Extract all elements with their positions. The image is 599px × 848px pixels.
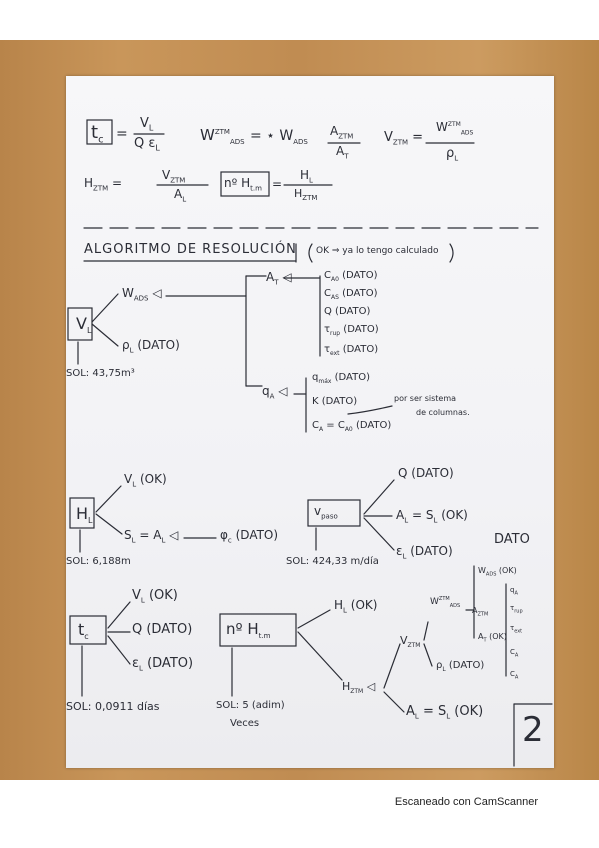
vpaso-el: εL (DATO) xyxy=(396,544,453,561)
tc-branch-el xyxy=(107,635,131,665)
vl-branch-wads xyxy=(91,293,119,323)
qa-item-1: qmáx (DATO) xyxy=(312,372,370,385)
nht-formula-box xyxy=(220,171,270,197)
formula-tc-eq: = xyxy=(116,126,128,142)
qa-item-2: K (DATO) xyxy=(312,396,358,407)
side-item-7: CA xyxy=(510,648,519,659)
tc-solution: SOL: 0,0911 días xyxy=(66,700,160,713)
side-item-2: AZTM xyxy=(472,606,489,618)
tc-root: tc xyxy=(78,620,89,642)
hl-solution: SOL: 6,188m xyxy=(66,556,131,567)
algorithm-note: OK ⇒ ya lo tengo calculado xyxy=(316,246,439,256)
side-dato: DATO xyxy=(494,532,530,547)
hl-branch-vl xyxy=(95,485,122,513)
hl-root-box xyxy=(69,497,95,529)
tc-formula-box xyxy=(86,119,113,145)
side-item-8: CA xyxy=(510,670,519,681)
tc-vl: VL (OK) xyxy=(132,588,178,605)
note-bracket-left xyxy=(308,243,313,263)
formula-nht-eq: = xyxy=(272,177,283,191)
side-item-4: qA xyxy=(510,586,518,597)
at-item-1: CA0 (DATO) xyxy=(324,270,378,283)
nht-solution-1: SOL: 5 (adim) xyxy=(216,700,285,711)
vpaso-branch-q xyxy=(363,479,395,515)
tc-q: Q (DATO) xyxy=(132,622,193,637)
side-item-5: τrup xyxy=(510,604,523,615)
page-number: 2 xyxy=(522,710,544,750)
side-item-1: WADS (OK) xyxy=(478,566,517,578)
handwritten-notes xyxy=(67,119,553,767)
side-item-6: τext xyxy=(510,624,523,635)
hl-branch-sl xyxy=(95,513,123,535)
vpaso-root: vpaso xyxy=(314,504,338,521)
vztm-branch-rho xyxy=(423,643,433,667)
formula-nht-den: HZTM xyxy=(294,187,318,203)
hl-root: HL xyxy=(76,504,93,526)
formula-hztm: HZTM = xyxy=(84,176,123,193)
formula-wads-eq: = ⋆ WADS xyxy=(250,128,308,146)
at-item-4: τrup (DATO) xyxy=(324,324,379,337)
scan-photo: tc = VL Q εL WZTMADS = ⋆ WADS AZTM AT VZ… xyxy=(0,40,599,780)
nht-al: AL = SL (OK) xyxy=(406,704,484,721)
hl-vl: VL (OK) xyxy=(124,472,167,489)
side-item-3: AT (OK) xyxy=(478,632,507,644)
formula-nht-num: HL xyxy=(300,168,313,185)
hl-phi: φc (DATO) xyxy=(220,528,279,545)
hl-sl: SL = AL ◁ xyxy=(124,528,179,545)
vpaso-al: AL = SL (OK) xyxy=(396,508,468,525)
formula-hztm-den: AL xyxy=(174,187,187,204)
formula-vztm-den: ρL xyxy=(446,146,459,163)
vztm-branch-wads xyxy=(423,621,429,641)
formula-nht: nº Ht.m xyxy=(224,176,262,193)
note-bracket-right xyxy=(449,243,454,263)
tc-root-box xyxy=(69,615,107,645)
formula-wads-lhs: WZTMADS xyxy=(200,126,245,146)
hztm-branch-al xyxy=(383,691,405,713)
vl-at: AT ◁ xyxy=(266,270,292,287)
vpaso-q: Q (DATO) xyxy=(398,466,454,480)
formula-vztm-num: WZTMADS xyxy=(436,120,474,137)
vl-qa: qA ◁ xyxy=(262,384,288,401)
nht-rho: ρL (DATO) xyxy=(436,660,485,673)
at-item-2: CAS (DATO) xyxy=(324,288,378,301)
formula-tc-num: VL xyxy=(140,116,154,133)
nht-vztm: VZTM xyxy=(400,634,421,650)
vpaso-solution: SOL: 424,33 m/día xyxy=(286,556,379,567)
formula-tc-den: Q εL xyxy=(134,136,160,153)
vl-root: VL xyxy=(76,314,92,336)
vpaso-root-box xyxy=(307,499,361,527)
formula-wads-den: AT xyxy=(336,144,349,161)
nht-hztm: HZTM ◁ xyxy=(342,680,376,696)
nht-branch-hl xyxy=(297,609,331,629)
qa-note-line-1: por ser sistema xyxy=(394,394,457,403)
formula-wads-num: AZTM xyxy=(330,124,354,141)
nht-solution-2: Veces xyxy=(230,718,260,729)
nht-root-box xyxy=(219,613,297,647)
scanner-watermark: Escaneado con CamScanner xyxy=(394,796,538,808)
nht-hl: HL (OK) xyxy=(334,598,378,615)
at-item-3: Q (DATO) xyxy=(324,306,371,317)
vpaso-branch-el xyxy=(363,517,395,551)
vl-branch-rho xyxy=(91,323,119,347)
handwritten-sheet: tc = VL Q εL WZTMADS = ⋆ WADS AZTM AT VZ… xyxy=(66,76,554,768)
tc-el: εL (DATO) xyxy=(132,656,194,673)
at-item-5: τext (DATO) xyxy=(324,344,379,357)
formula-hztm-num: VZTM xyxy=(162,168,186,185)
qa-note-arrow xyxy=(347,405,393,415)
nht-wads: WZTMADS xyxy=(430,596,461,609)
qa-note-line-2: de columnas. xyxy=(416,408,470,417)
nht-branch-hztm xyxy=(297,631,343,681)
vl-wads: WADS ◁ xyxy=(122,286,162,303)
formula-tc: tc xyxy=(91,122,104,146)
vl-rho: ρL (DATO) xyxy=(122,338,180,355)
algorithm-title: ALGORITMO DE RESOLUCIÓN xyxy=(84,242,297,257)
qa-item-3: CA = CA0 (DATO) xyxy=(312,420,392,433)
hztm-branch-vztm xyxy=(383,643,401,689)
nht-root: nº Ht.m xyxy=(226,620,271,640)
formula-vztm: VZTM = xyxy=(384,130,424,147)
tc-branch-vl xyxy=(107,601,131,629)
vl-solution: SOL: 43,75m³ xyxy=(66,368,135,379)
pen-strokes xyxy=(67,119,553,767)
